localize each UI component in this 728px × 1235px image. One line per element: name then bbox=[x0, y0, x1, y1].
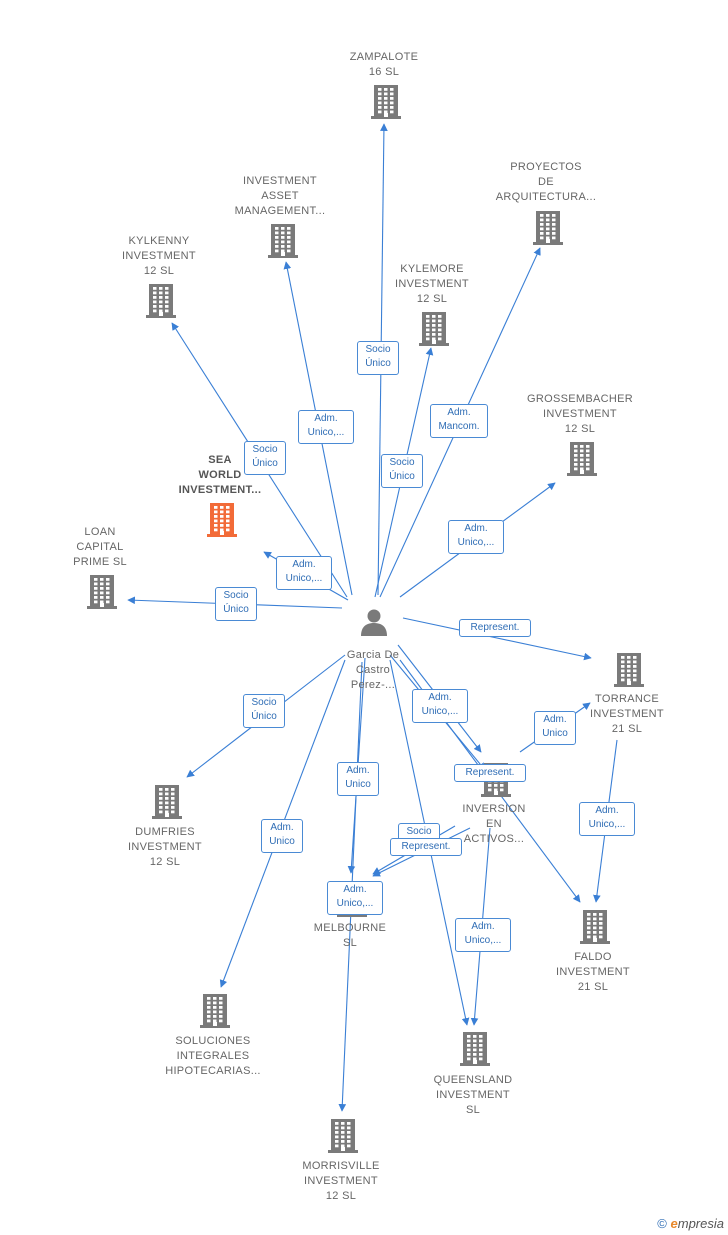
node-melbourne[interactable]: MELBOURNE SL bbox=[285, 921, 415, 951]
building-icon-investment-asset[interactable] bbox=[266, 223, 300, 259]
building-icon-torrance[interactable] bbox=[612, 652, 646, 688]
node-label: FALDO INVESTMENT 21 SL bbox=[556, 951, 630, 993]
brand-name: mpresia bbox=[677, 1216, 724, 1231]
node-queensland[interactable]: QUEENSLAND INVESTMENT SL bbox=[408, 1073, 538, 1118]
node-label: TORRANCE INVESTMENT 21 SL bbox=[590, 693, 664, 735]
brand-initial: e bbox=[670, 1216, 678, 1231]
building-icon-zampalote[interactable] bbox=[369, 84, 403, 120]
edge-label-center-loan-capital[interactable]: Socio Único bbox=[215, 587, 257, 621]
edge-label-center-inversion[interactable]: Adm. Unico,... bbox=[412, 689, 468, 723]
copyright-symbol: © bbox=[657, 1216, 667, 1231]
edge-label-center-torrance[interactable]: Represent. bbox=[459, 619, 531, 637]
building-icon-dumfries[interactable] bbox=[150, 784, 184, 820]
node-label: KYLKENNY INVESTMENT 12 SL bbox=[122, 235, 196, 277]
building-icon-kylkenny[interactable] bbox=[144, 283, 178, 319]
node-kylemore[interactable]: KYLEMORE INVESTMENT 12 SL bbox=[367, 262, 497, 307]
edge-label-center-zampalote[interactable]: Socio Único bbox=[357, 341, 399, 375]
building-icon-loan-capital[interactable] bbox=[85, 574, 119, 610]
node-label: DUMFRIES INVESTMENT 12 SL bbox=[128, 826, 202, 868]
node-label: PROYECTOS DE ARQUITECTURA... bbox=[495, 161, 597, 203]
node-label: Garcia De Castro Perez-... bbox=[346, 649, 400, 691]
node-soluciones[interactable]: SOLUCIONES INTEGRALES HIPOTECARIAS... bbox=[148, 1034, 278, 1079]
node-faldo[interactable]: FALDO INVESTMENT 21 SL bbox=[528, 950, 658, 995]
building-icon-grossembacher[interactable] bbox=[565, 441, 599, 477]
edge-label-center-kylkenny[interactable]: Socio Único bbox=[244, 441, 286, 475]
node-proyectos[interactable]: PROYECTOS DE ARQUITECTURA... bbox=[481, 160, 611, 205]
edge-label-center-kylemore[interactable]: Socio Único bbox=[381, 454, 423, 488]
copyright: © empresia bbox=[657, 1216, 724, 1231]
edge-label-center-melbourne[interactable]: Adm. Unico bbox=[337, 762, 379, 796]
node-label: GROSSEMBACHER INVESTMENT 12 SL bbox=[527, 393, 633, 435]
edge-label-center-grossembacher[interactable]: Adm. Unico,... bbox=[448, 520, 504, 554]
node-zampalote[interactable]: ZAMPALOTE 16 SL bbox=[319, 50, 449, 80]
node-center[interactable]: Garcia De Castro Perez-... bbox=[308, 648, 438, 693]
edge-label-center-dumfries[interactable]: Socio Único bbox=[243, 694, 285, 728]
edge-label-center-proyectos[interactable]: Adm. Mancom. bbox=[430, 404, 488, 438]
node-label: INVESTMENT ASSET MANAGEMENT... bbox=[234, 175, 326, 217]
node-dumfries[interactable]: DUMFRIES INVESTMENT 12 SL bbox=[100, 825, 230, 870]
node-label: LOAN CAPITAL PRIME SL bbox=[73, 526, 127, 568]
node-label: QUEENSLAND INVESTMENT SL bbox=[433, 1074, 513, 1116]
node-label: INVERSION EN ACTIVOS... bbox=[462, 803, 526, 845]
building-icon-faldo[interactable] bbox=[578, 909, 612, 945]
edge-label-inversion-queensland[interactable]: Adm. Unico,... bbox=[455, 918, 511, 952]
node-label: MORRISVILLE INVESTMENT 12 SL bbox=[302, 1160, 380, 1202]
node-label: SEA WORLD INVESTMENT... bbox=[178, 454, 262, 496]
node-label: ZAMPALOTE 16 SL bbox=[349, 51, 419, 78]
edge-label-inversion-melbourne[interactable]: Represent. bbox=[390, 838, 462, 856]
node-loan-capital[interactable]: LOAN CAPITAL PRIME SL bbox=[35, 525, 165, 570]
edge-label-center-investment-asset[interactable]: Adm. Unico,... bbox=[298, 410, 354, 444]
node-inversion[interactable]: INVERSION EN ACTIVOS... bbox=[429, 802, 559, 847]
node-grossembacher[interactable]: GROSSEMBACHER INVESTMENT 12 SL bbox=[515, 392, 645, 437]
edge-label-center-morrisville[interactable]: Adm. Unico,... bbox=[327, 881, 383, 915]
node-label: MELBOURNE SL bbox=[313, 922, 387, 949]
edge-label-center-inversion[interactable]: Represent. bbox=[454, 764, 526, 782]
node-label: KYLEMORE INVESTMENT 12 SL bbox=[395, 263, 469, 305]
building-icon-morrisville[interactable] bbox=[326, 1118, 360, 1154]
edge-label-center-sea-world[interactable]: Adm. Unico,... bbox=[276, 556, 332, 590]
building-icon-soluciones[interactable] bbox=[198, 993, 232, 1029]
building-icon-proyectos[interactable] bbox=[531, 210, 565, 246]
edge-label-center-soluciones[interactable]: Adm. Unico bbox=[261, 819, 303, 853]
node-investment-asset[interactable]: INVESTMENT ASSET MANAGEMENT... bbox=[215, 174, 345, 219]
edge-label-inversion-torrance[interactable]: Adm. Unico bbox=[534, 711, 576, 745]
brand-logo: empresia bbox=[671, 1216, 724, 1231]
node-sea-world[interactable]: SEA WORLD INVESTMENT... bbox=[155, 453, 285, 498]
node-torrance[interactable]: TORRANCE INVESTMENT 21 SL bbox=[562, 692, 692, 737]
node-kylkenny[interactable]: KYLKENNY INVESTMENT 12 SL bbox=[94, 234, 224, 279]
building-icon-sea-world[interactable] bbox=[205, 502, 239, 538]
building-icon-queensland[interactable] bbox=[458, 1031, 492, 1067]
node-label: SOLUCIONES INTEGRALES HIPOTECARIAS... bbox=[165, 1035, 261, 1077]
edge-center-torrance bbox=[402, 617, 592, 661]
edge-label-torrance-faldo[interactable]: Adm. Unico,... bbox=[579, 802, 635, 836]
building-icon-kylemore[interactable] bbox=[417, 311, 451, 347]
person-icon[interactable] bbox=[359, 607, 389, 637]
node-morrisville[interactable]: MORRISVILLE INVESTMENT 12 SL bbox=[276, 1159, 406, 1204]
